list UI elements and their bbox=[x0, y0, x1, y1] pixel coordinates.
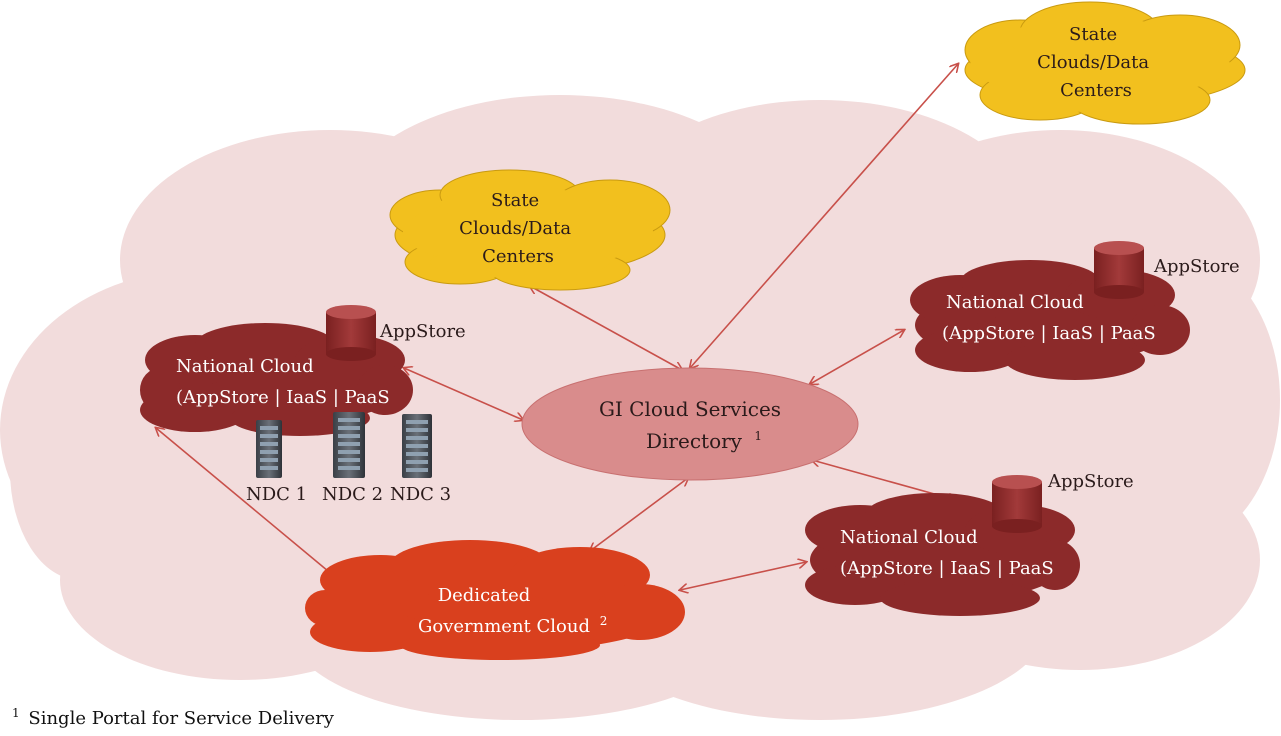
svg-text:National Cloud (AppStore: National Cloud (AppStore | IaaS | PaaS bbox=[942, 292, 1156, 344]
ndc-2-label: NDC 2 bbox=[322, 484, 383, 505]
state-top-line-3: Centers bbox=[1060, 80, 1132, 101]
footnote-text: Single Portal for Service Delivery bbox=[28, 708, 334, 729]
database-icon bbox=[992, 475, 1042, 533]
svg-text:National Cloud (AppStore: National Cloud (AppStore | IaaS | PaaS bbox=[840, 527, 1054, 579]
ndc-1-label: NDC 1 bbox=[246, 484, 307, 505]
server-rack-icon bbox=[402, 414, 432, 478]
national-bottom-line-1: National Cloud bbox=[840, 527, 978, 548]
svg-text:National Cloud (AppStore: National Cloud (AppStore | IaaS | PaaS bbox=[176, 356, 390, 408]
dedicated-line-2: Government Cloud bbox=[418, 616, 590, 637]
connectors bbox=[156, 64, 958, 590]
appstore-label-left: AppStore bbox=[379, 321, 466, 342]
national-cloud-left[interactable]: National Cloud (AppStore | IaaS | PaaS A… bbox=[140, 305, 466, 436]
national-right-line-2: (AppStore | IaaS | PaaS bbox=[942, 323, 1156, 344]
database-icon bbox=[1094, 241, 1144, 299]
national-left-line-1: National Cloud bbox=[176, 356, 314, 377]
directory-sup: 1 bbox=[754, 429, 762, 443]
svg-text:1 Single Portal for Servic: 1 Single Portal for Service Delivery bbox=[12, 701, 335, 729]
svg-text:NDC 1 NDC 2 NDC 3: NDC 1 NDC 2 NDC 3 bbox=[246, 484, 451, 505]
state-cloud-mid[interactable]: State Clouds/Data Centers bbox=[389, 169, 671, 291]
appstore-label-bottom: AppStore bbox=[1047, 471, 1134, 492]
arrow-directory-state-top bbox=[690, 64, 958, 368]
national-right-line-1: National Cloud bbox=[946, 292, 1084, 313]
national-left-line-2: (AppStore | IaaS | PaaS bbox=[176, 387, 390, 408]
state-top-line-2: Clouds/Data bbox=[1037, 52, 1149, 73]
dedicated-line-1: Dedicated bbox=[438, 585, 531, 606]
dedicated-sup: 2 bbox=[600, 614, 608, 628]
arrow-directory-state-mid bbox=[530, 286, 682, 370]
database-icon bbox=[326, 305, 376, 361]
arrow-directory-national-left bbox=[404, 368, 523, 420]
directory-line-1: GI Cloud Services bbox=[599, 397, 781, 421]
svg-text:Government Cloud 2: Government Cloud 2 bbox=[418, 614, 607, 637]
arrow-national-left-dedicated bbox=[156, 428, 334, 576]
state-top-line-1: State bbox=[1069, 24, 1117, 45]
footnote-sup: 1 bbox=[12, 706, 20, 720]
appstore-label-right: AppStore bbox=[1153, 256, 1240, 277]
svg-text:State Clouds/Data: State Clouds/Data Centers bbox=[1037, 24, 1155, 101]
state-mid-line-1: State bbox=[491, 190, 539, 211]
national-bottom-line-2: (AppStore | IaaS | PaaS bbox=[840, 558, 1054, 579]
ndc-servers: NDC 1 NDC 2 NDC 3 bbox=[246, 412, 451, 505]
svg-text:Directory 1: Directory 1 bbox=[646, 429, 762, 453]
arrow-directory-dedicated bbox=[590, 478, 688, 551]
server-rack-icon bbox=[333, 412, 365, 478]
state-cloud-top[interactable]: State Clouds/Data Centers bbox=[964, 1, 1246, 125]
gi-cloud-services-directory[interactable]: GI Cloud Services Directory 1 bbox=[521, 367, 859, 481]
server-rack-icon bbox=[256, 420, 282, 478]
national-cloud-bottom[interactable]: National Cloud (AppStore | IaaS | PaaS A… bbox=[805, 471, 1134, 616]
ndc-3-label: NDC 3 bbox=[390, 484, 451, 505]
dedicated-government-cloud[interactable]: Dedicated Government Cloud 2 bbox=[305, 540, 685, 660]
state-mid-line-2: Clouds/Data bbox=[459, 218, 571, 239]
state-mid-line-3: Centers bbox=[482, 246, 554, 267]
arrow-directory-national-right bbox=[810, 330, 904, 384]
directory-line-2: Directory bbox=[646, 429, 743, 453]
national-cloud-right[interactable]: National Cloud (AppStore | IaaS | PaaS A… bbox=[910, 241, 1240, 380]
svg-text:State Clouds/Data: State Clouds/Data Centers bbox=[459, 190, 577, 267]
arrow-dedicated-national-bottom bbox=[680, 562, 806, 590]
